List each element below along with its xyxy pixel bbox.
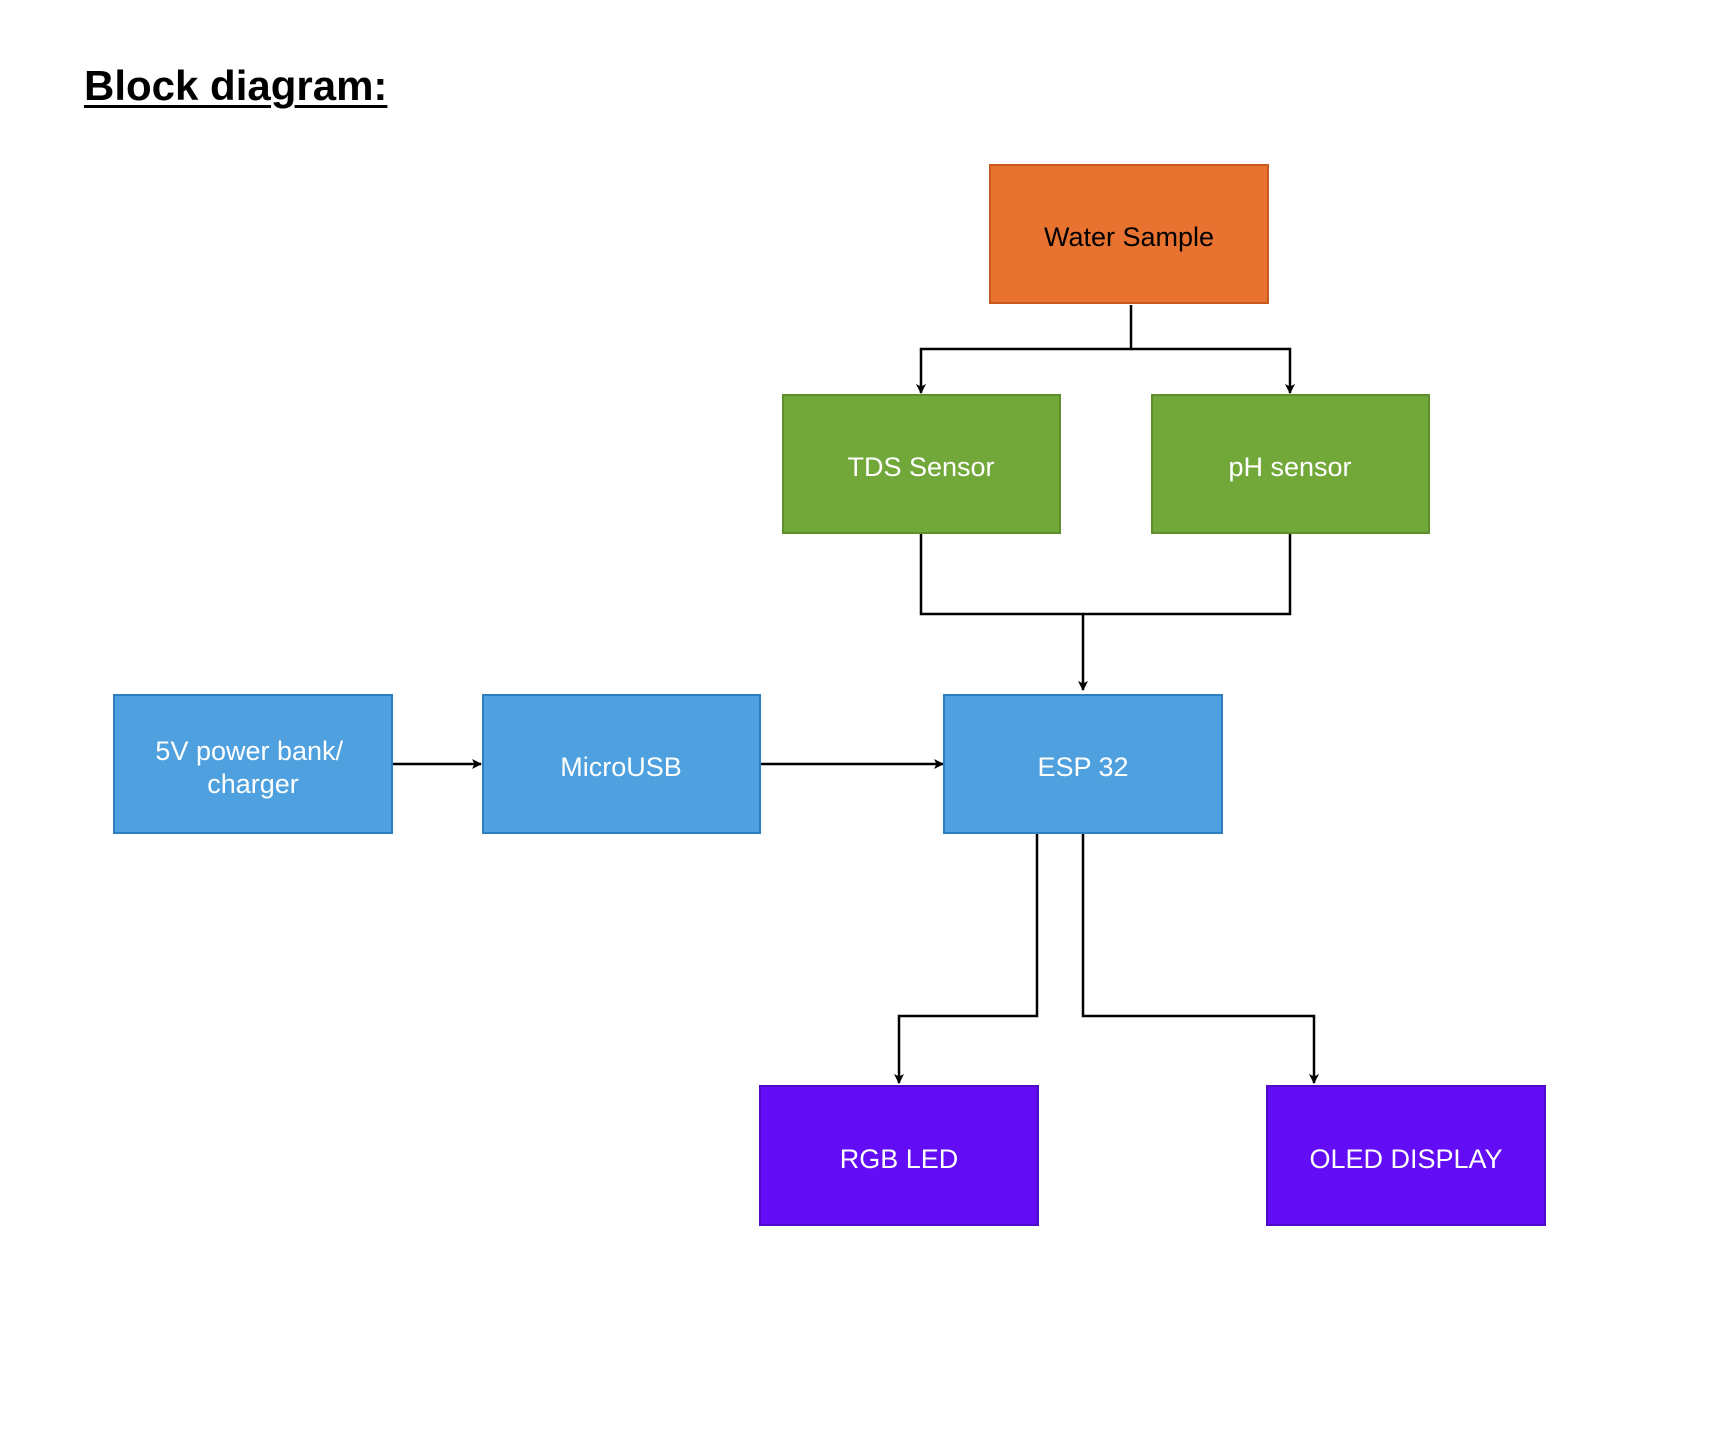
node-power-bank: 5V power bank/ charger — [113, 694, 393, 834]
edge-water-to-tds — [916, 305, 1133, 394]
node-label-microusb: MicroUSB — [560, 752, 682, 782]
node-label-ph-sensor: pH sensor — [1228, 452, 1351, 482]
node-label-power-bank-line-1: 5V power bank/ — [155, 736, 343, 766]
node-label-esp32: ESP 32 — [1037, 752, 1128, 782]
node-tds-sensor: TDS Sensor — [782, 394, 1061, 534]
edge-ph-to-esp32 — [1083, 534, 1292, 616]
node-label-power-bank: 5V power bank/ charger — [155, 736, 350, 799]
node-microusb: MicroUSB — [482, 694, 761, 834]
edge-esp32-to-oled — [1081, 833, 1319, 1084]
node-oled-display: OLED DISPLAY — [1266, 1085, 1546, 1226]
edge-esp32-to-rgb — [894, 833, 1039, 1084]
edge-water-to-ph — [1131, 347, 1295, 394]
node-label-oled-display: OLED DISPLAY — [1309, 1144, 1502, 1174]
edge-tds-to-esp32 — [919, 534, 1088, 691]
node-rgb-led: RGB LED — [759, 1085, 1039, 1226]
node-ph-sensor: pH sensor — [1151, 394, 1430, 534]
page-title: Block diagram: — [84, 62, 388, 109]
node-esp32: ESP 32 — [943, 694, 1223, 834]
node-label-water-sample: Water Sample — [1044, 222, 1214, 252]
node-label-tds-sensor: TDS Sensor — [847, 452, 994, 482]
node-water-sample: Water Sample — [989, 164, 1269, 304]
node-label-power-bank-line-2: charger — [207, 769, 299, 799]
connectors — [393, 305, 1319, 1084]
node-label-rgb-led: RGB LED — [840, 1144, 959, 1174]
